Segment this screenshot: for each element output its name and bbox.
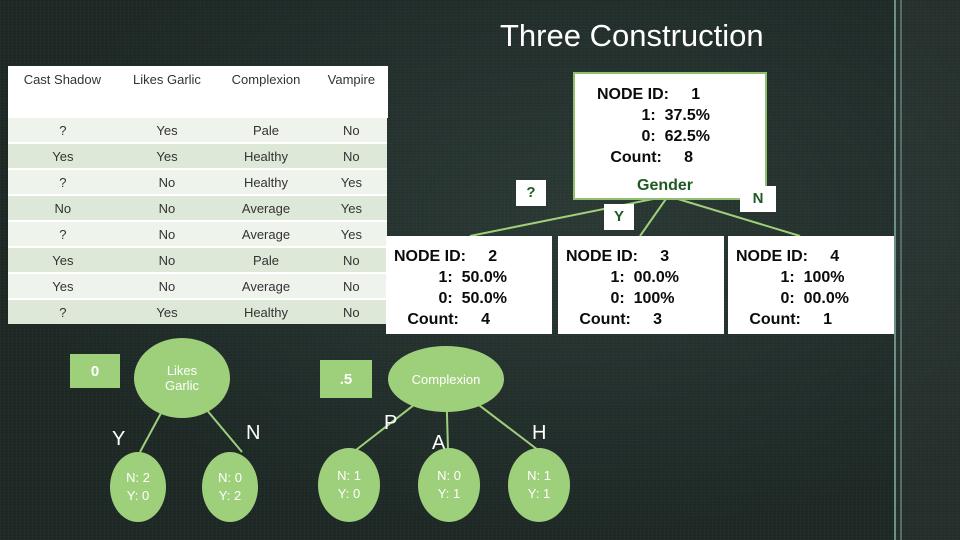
table-cell: Average: [216, 272, 316, 299]
training-data-table: Cast Shadow Likes Garlic Complexion Vamp…: [8, 66, 389, 324]
likes-garlic-node: Likes Garlic: [134, 338, 230, 418]
left-branch-no: N: [246, 422, 261, 444]
table-cell: Healthy: [216, 298, 316, 324]
edge-label-yes: Y: [604, 204, 634, 230]
child-node-4: NODE ID: 4 1: 100% 0: 00.0% Count: 1: [728, 236, 894, 334]
root-node-stats: NODE ID: 1 1: 37.5% 0: 62.5% Count: 8: [597, 86, 710, 166]
left-score: 0: [70, 354, 120, 388]
table-cell: Average: [216, 220, 316, 247]
table-cell: No: [315, 298, 387, 324]
table-cell: ?: [8, 298, 118, 324]
left-leaf-no: N: 0 Y: 2: [202, 452, 258, 522]
slide-title: Three Construction: [500, 18, 764, 53]
table-header: Cast Shadow: [8, 66, 119, 117]
right-branch-pale: P: [384, 412, 398, 434]
table-cell: Yes: [8, 246, 118, 273]
table-cell: No: [8, 194, 118, 221]
table-cell: No: [315, 246, 387, 273]
table-cell: No: [117, 246, 217, 273]
root-node: NODE ID: 1 1: 37.5% 0: 62.5% Count: 8 Ge…: [573, 72, 767, 200]
table-header: Likes Garlic: [117, 66, 218, 117]
table-cell: Yes: [315, 194, 387, 221]
complexion-node: Complexion: [388, 346, 504, 412]
right-leaf-average: N: 0 Y: 1: [418, 448, 480, 522]
right-edge-panel: [894, 0, 960, 540]
table-cell: No: [117, 168, 217, 195]
table-header-row: Cast Shadow Likes Garlic Complexion Vamp…: [8, 66, 389, 117]
table-cell: Healthy: [216, 142, 316, 169]
right-leaf-pale: N: 1 Y: 0: [318, 448, 380, 522]
table-cell: ?: [8, 116, 118, 143]
left-leaf-yes: N: 2 Y: 0: [110, 452, 166, 522]
child-node-2: NODE ID: 2 1: 50.0% 0: 50.0% Count: 4: [386, 236, 552, 334]
edge-label-no: N: [740, 186, 776, 212]
table-cell: Yes: [117, 142, 217, 169]
table-cell: Pale: [216, 116, 316, 143]
table-cell: No: [117, 194, 217, 221]
table-cell: Yes: [8, 272, 118, 299]
table-cell: ?: [8, 168, 118, 195]
right-score: .5: [320, 360, 372, 398]
table-cell: Yes: [8, 142, 118, 169]
table-cell: Yes: [117, 298, 217, 324]
table-cell: Yes: [315, 220, 387, 247]
table-cell: Healthy: [216, 168, 316, 195]
left-branch-yes: Y: [112, 428, 126, 450]
child-node-3: NODE ID: 3 1: 00.0% 0: 100% Count: 3: [558, 236, 724, 334]
table-cell: No: [315, 272, 387, 299]
table-cell: Pale: [216, 246, 316, 273]
table-cell: Yes: [315, 168, 387, 195]
table-cell: Average: [216, 194, 316, 221]
table-cell: Yes: [117, 116, 217, 143]
right-edge-line: [900, 0, 902, 540]
right-branch-healthy: H: [532, 422, 547, 444]
table-header: Complexion: [216, 66, 317, 117]
table-cell: No: [315, 116, 387, 143]
table-cell: No: [117, 272, 217, 299]
table-cell: ?: [8, 220, 118, 247]
table-cell: No: [117, 220, 217, 247]
edge-label-unknown: ?: [516, 180, 546, 206]
root-split-label: Gender: [637, 177, 694, 194]
table-cell: No: [315, 142, 387, 169]
table-header: Vampire: [315, 66, 389, 117]
right-leaf-healthy: N: 1 Y: 1: [508, 448, 570, 522]
